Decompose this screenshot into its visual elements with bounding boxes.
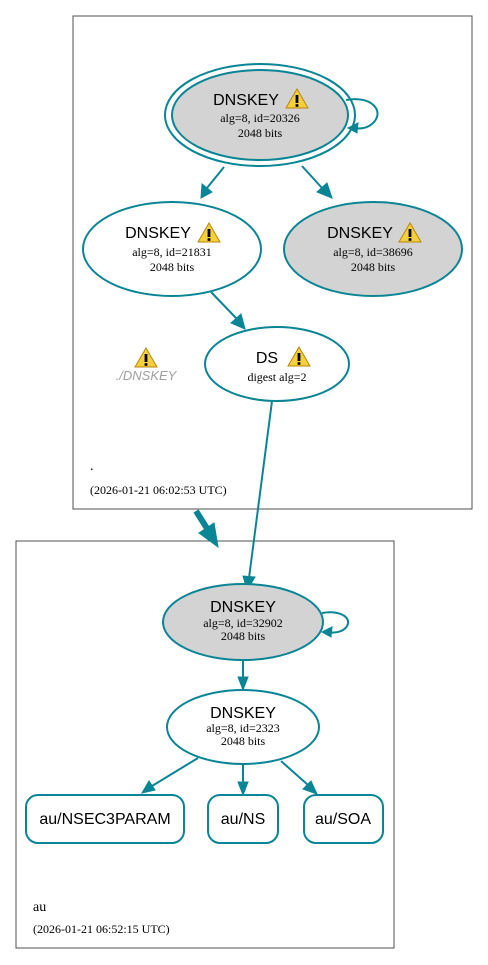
- node-root-ds-line1: digest alg=2: [247, 370, 306, 384]
- edge-root-ksk-zsk2: [301, 165, 323, 189]
- node-au-nsec3param-label: au/NSEC3PARAM: [39, 811, 170, 828]
- edge-root-zsk1-ds-arrow: [230, 313, 246, 330]
- node-au-ksk[interactable]: DNSKEY alg=8, id=32902 2048 bits: [162, 583, 324, 661]
- node-root-ds[interactable]: DS digest alg=2: [204, 326, 350, 402]
- node-root-zsk1-line1: alg=8, id=21831: [132, 245, 212, 259]
- zone-au-timestamp: (2026-01-21 06:52:15 UTC): [33, 922, 170, 936]
- edge-au-zsk-nsec3param: [151, 757, 199, 787]
- edge-au-ksk-self-arrow: [320, 626, 333, 638]
- node-au-soa[interactable]: au/SOA: [303, 794, 384, 844]
- node-root-zsk2[interactable]: DNSKEY alg=8, id=38696 2048 bits: [283, 201, 463, 297]
- zone-root-name: .: [90, 459, 94, 474]
- node-root-zsk2-line2: 2048 bits: [351, 260, 396, 274]
- edge-au-zsk-nsec3param-arrow: [140, 780, 156, 794]
- zone-au: au (2026-01-21 06:52:15 UTC): [15, 540, 395, 949]
- edge-ds-au-ksk: [248, 400, 273, 579]
- node-au-ksk-title: DNSKEY: [210, 599, 276, 616]
- node-au-ns-label: au/NS: [221, 811, 265, 828]
- node-au-soa-label: au/SOA: [315, 811, 371, 828]
- zone-root-box: [72, 15, 473, 510]
- node-root-ksk[interactable]: DNSKEY alg=8, id=20326 2048 bits: [164, 63, 356, 167]
- node-au-nsec3param[interactable]: au/NSEC3PARAM: [25, 794, 185, 844]
- node-au-zsk-line2: 2048 bits: [221, 734, 266, 748]
- edge-au-zsk-soa-arrow: [302, 780, 318, 795]
- node-root-zsk1-line2: 2048 bits: [150, 260, 195, 274]
- node-au-zsk[interactable]: DNSKEY alg=8, id=2323 2048 bits: [166, 689, 320, 765]
- node-root-zsk2-title: DNSKEY: [327, 225, 393, 242]
- node-root-ksk-line2: 2048 bits: [238, 126, 283, 140]
- warning-icon: [134, 347, 158, 368]
- edge-delegation-arrow: [198, 522, 219, 549]
- zone-au-box: [15, 540, 395, 949]
- edge-root-zsk1-ds: [210, 291, 237, 319]
- edges: [140, 98, 379, 797]
- node-au-zsk-title: DNSKEY: [210, 705, 276, 722]
- edge-root-ksk-zsk1-arrow: [200, 183, 213, 199]
- node-au-ksk-line1: alg=8, id=32902: [203, 616, 283, 630]
- node-root-zsk1[interactable]: DNSKEY alg=8, id=21831 2048 bits: [82, 201, 262, 297]
- node-root-ghost-label: ./DNSKEY: [116, 368, 178, 383]
- node-root-ghost-dnskey: ./DNSKEY: [116, 347, 178, 383]
- zone-au-name: au: [33, 900, 46, 915]
- node-au-ns[interactable]: au/NS: [207, 794, 279, 844]
- zone-root-timestamp: (2026-01-21 06:02:53 UTC): [90, 483, 227, 497]
- edge-au-zsk-soa: [280, 760, 309, 786]
- edge-delegation: [193, 509, 211, 532]
- node-root-ksk-title: DNSKEY: [213, 92, 279, 109]
- node-au-zsk-line1: alg=8, id=2323: [206, 721, 280, 735]
- node-root-ksk-line1: alg=8, id=20326: [220, 111, 300, 125]
- node-root-ds-title: DS: [256, 350, 278, 367]
- edge-root-ksk-self: [345, 98, 379, 130]
- edge-root-ksk-zsk2-arrow: [316, 182, 333, 199]
- zone-root: . (2026-01-21 06:02:53 UTC): [72, 15, 473, 510]
- edge-root-ksk-zsk1: [206, 166, 225, 189]
- node-au-ksk-line2: 2048 bits: [221, 629, 266, 643]
- edge-au-ksk-zsk-arrow: [237, 676, 249, 692]
- edge-au-zsk-ns-arrow: [237, 781, 249, 797]
- node-root-zsk1-title: DNSKEY: [125, 225, 191, 242]
- node-root-zsk2-line1: alg=8, id=38696: [333, 245, 413, 259]
